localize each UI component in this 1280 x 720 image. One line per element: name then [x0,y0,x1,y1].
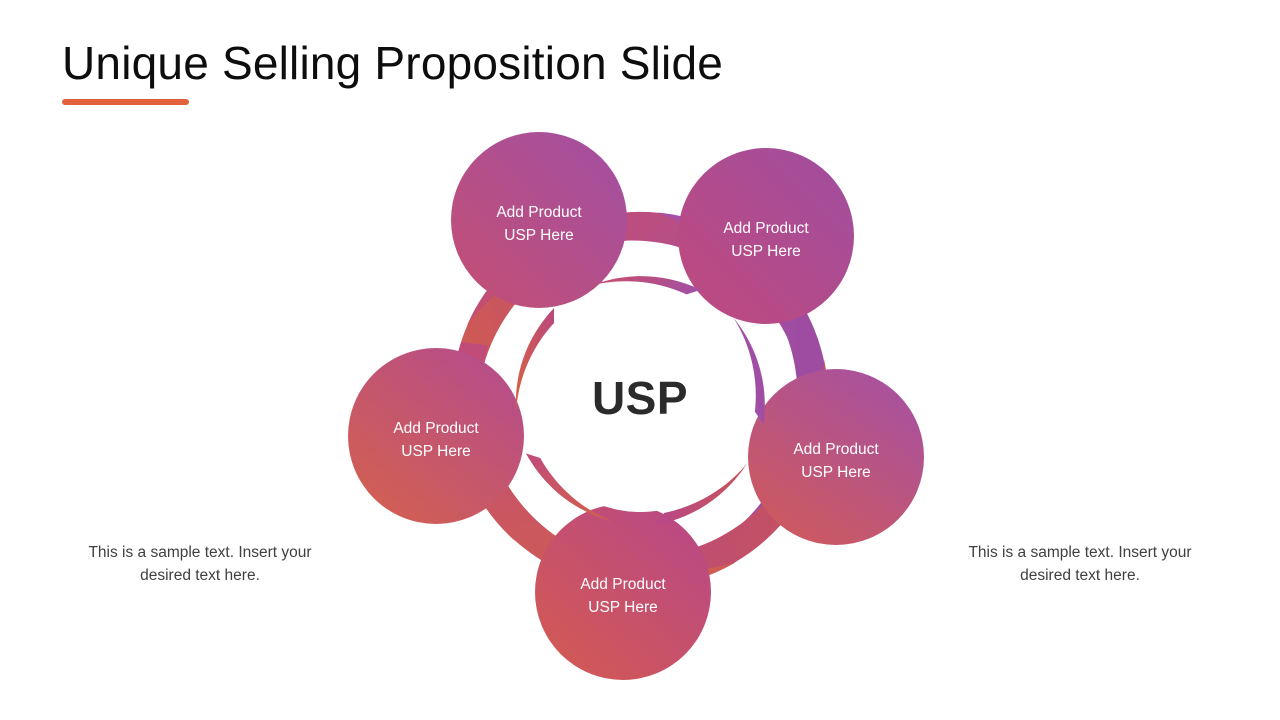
petal-label-line2: USP Here [801,464,871,481]
petals-group: Add Product USP Here Add Product USP Her… [348,132,924,680]
inner-tip-right [733,317,765,424]
petal-label-line2: USP Here [588,599,658,616]
page-title: Unique Selling Proposition Slide [62,37,724,89]
usp-pinwheel-diagram: Add Product USP Here Add Product USP Her… [340,120,940,700]
spiral-arm-bottom [529,359,829,588]
petal-label-line1: Add Product [723,220,809,237]
title-accent-bar [62,99,189,105]
petal-top-left[interactable]: Add Product USP Here [451,132,627,308]
petal-label-line2: USP Here [731,243,801,260]
petal-label-line2: USP Here [504,227,574,244]
petal-label-line2: USP Here [401,443,471,460]
petal-label-line1: Add Product [393,420,479,437]
caption-right: This is a sample text. Insert your desir… [968,544,1192,584]
inner-tip-left [525,453,614,522]
petal-label-line1: Add Product [496,204,582,221]
inner-tip-bottom [655,463,748,525]
petal-top-right[interactable]: Add Product USP Here [678,148,854,324]
petal-left[interactable]: Add Product USP Here [348,348,524,524]
petal-label-line1: Add Product [793,441,879,458]
inner-tip-top-left [515,308,554,412]
petal-right[interactable]: Add Product USP Here [748,369,924,545]
petal-bottom[interactable]: Add Product USP Here [535,504,711,680]
center-disc [528,288,752,512]
caption-left: This is a sample text. Insert your desir… [88,544,312,584]
center-usp-label: USP [592,372,688,424]
inner-tip-top-right [590,276,701,295]
petal-label-line1: Add Product [580,576,666,593]
inner-spiral-tips-group [515,276,765,525]
spiral-arm-left [451,341,736,589]
